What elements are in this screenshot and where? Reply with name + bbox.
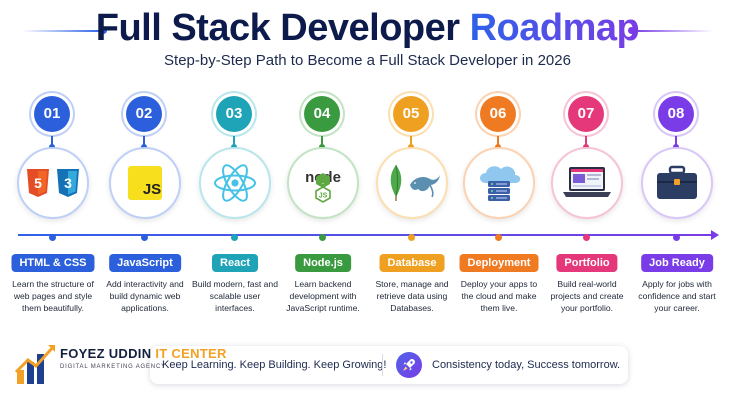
title-dot-right: [628, 27, 635, 34]
title-accent: Roadmap: [469, 7, 640, 49]
step-number-badge: 02: [126, 96, 162, 132]
step-label: Node.js: [295, 254, 351, 272]
step-pin: [585, 136, 587, 146]
step-label: Database: [379, 254, 445, 272]
title-line-left: [22, 30, 102, 32]
timeline-dot: [495, 234, 502, 241]
brand-logo-mark: [14, 344, 56, 384]
timeline-arrow-icon: [711, 230, 719, 240]
svg-text:JS: JS: [143, 181, 161, 198]
step-number-badge: 06: [480, 96, 516, 132]
step-description: Add interactivity and build dynamic web …: [106, 279, 184, 313]
briefcase-icon: [657, 165, 697, 199]
step-description: Learn the structure of web pages and sty…: [12, 279, 94, 313]
brand-name-main: FOYEZ UDDIN: [60, 346, 152, 361]
step-label: Portfolio: [556, 254, 618, 272]
svg-text:JS: JS: [319, 193, 328, 200]
step-icon-circle: JS: [109, 147, 181, 219]
brand-logo: FOYEZ UDDIN IT CENTER DIGITAL MARKETING …: [14, 342, 226, 386]
javascript-icon: JS: [128, 166, 162, 200]
step-pin: [410, 136, 412, 146]
title-line-right: [633, 30, 713, 32]
timeline-dot: [141, 234, 148, 241]
step-label: Deployment: [459, 254, 539, 272]
step-label: Job Ready: [641, 254, 713, 272]
step-pin: [675, 136, 677, 146]
step-icon-circle: [463, 147, 535, 219]
step-number-badge: 01: [34, 96, 70, 132]
page-subtitle: Step-by-Step Path to Become a Full Stack…: [164, 52, 571, 69]
footer-message-right: Consistency today, Success tomorrow.: [432, 359, 621, 371]
step-description: Store, manage and retrieve data using Da…: [375, 279, 449, 313]
rocket-icon: [396, 352, 422, 378]
laptop-portfolio-icon: [563, 167, 611, 197]
svg-text:.: .: [322, 180, 324, 186]
step-icon-circle: node . JS: [287, 147, 359, 219]
step-number-badge: 04: [304, 96, 340, 132]
timeline-dot: [231, 234, 238, 241]
step-label: HTML & CSS: [11, 254, 95, 272]
step-number-badge: 03: [216, 96, 252, 132]
step-icon-circle: [199, 147, 271, 219]
footer-divider: [382, 354, 383, 376]
step-number-badge: 08: [658, 96, 694, 132]
step-pin: [143, 136, 145, 146]
nodejs-icon: node . JS: [305, 169, 341, 203]
step-description: Learn backend development with JavaScrip…: [286, 279, 360, 313]
step-description: Apply for jobs with confidence and start…: [638, 279, 716, 313]
step-icon-circle: 5 3: [17, 147, 89, 219]
footer-banner: Keep Learning. Keep Building. Keep Growi…: [150, 346, 628, 384]
timeline: [18, 234, 713, 236]
footer-message-left: Keep Learning. Keep Building. Keep Growi…: [162, 359, 387, 371]
timeline-dot: [673, 234, 680, 241]
timeline-dot: [49, 234, 56, 241]
step-pin: [321, 136, 323, 146]
title-main: Full Stack Developer: [95, 7, 460, 49]
svg-text:5: 5: [34, 175, 42, 191]
step-description: Deploy your apps to the cloud and make t…: [460, 279, 538, 313]
mongodb-mysql-icon: [390, 164, 440, 201]
brand-tagline: DIGITAL MARKETING AGENCY: [60, 364, 166, 370]
step-icon-circle: [376, 147, 448, 219]
step-pin: [233, 136, 235, 146]
html5-css3-icon: 5 3: [27, 169, 79, 197]
step-pin: [497, 136, 499, 146]
step-description: Build modern, fast and scalable user int…: [192, 279, 278, 313]
step-description: Build real-world projects and create you…: [550, 279, 624, 313]
timeline-dot: [319, 234, 326, 241]
step-icon-circle: [641, 147, 713, 219]
step-label: React: [212, 254, 258, 272]
cloud-server-icon: [480, 166, 521, 201]
step-label: JavaScript: [109, 254, 181, 272]
brand-name-highlight: IT CENTER: [155, 346, 227, 361]
brand-name: FOYEZ UDDIN IT CENTER: [60, 346, 227, 361]
title-dot-left: [100, 27, 107, 34]
step-pin: [51, 136, 53, 146]
timeline-dot: [408, 234, 415, 241]
step-number-badge: 05: [393, 96, 429, 132]
react-icon: [214, 164, 256, 202]
step-icon-circle: [551, 147, 623, 219]
page-title: Full Stack Developer Roadmap: [0, 6, 735, 50]
timeline-dot: [583, 234, 590, 241]
svg-text:3: 3: [64, 175, 72, 191]
step-number-badge: 07: [568, 96, 604, 132]
